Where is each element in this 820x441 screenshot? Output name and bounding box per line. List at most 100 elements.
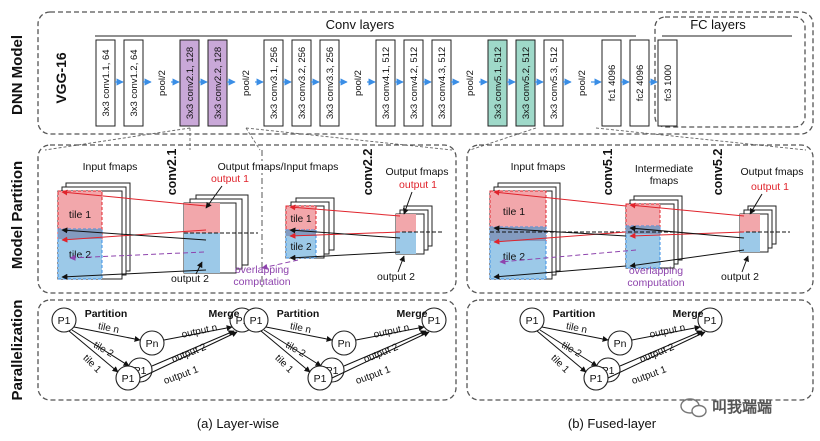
parallel-arrow bbox=[265, 326, 333, 342]
lw-layer-b-label: conv2.2 bbox=[361, 149, 375, 196]
pn-node bbox=[607, 330, 633, 356]
layer-block bbox=[263, 39, 284, 127]
fl-output2-label: output 2 bbox=[721, 271, 759, 283]
layer-block-label: 3x3 conv3.2, 256 bbox=[297, 47, 308, 119]
layer-block bbox=[629, 39, 650, 127]
merge-node-label: P1 bbox=[428, 315, 441, 327]
lw-b-tile1-label: tile 1 bbox=[290, 214, 312, 225]
layer-block-label: 3x3 conv4.3, 512 bbox=[437, 47, 448, 119]
output-2-label: output 2 bbox=[170, 342, 208, 366]
parallel-arrow bbox=[619, 330, 703, 367]
merge-node bbox=[421, 307, 447, 333]
worker-node-1-label: P1 bbox=[314, 373, 327, 385]
layer-block-label: 3x3 conv3.3, 256 bbox=[325, 47, 336, 119]
fc-layers-label: FC layers bbox=[690, 17, 746, 32]
fl-output1-label: output 1 bbox=[751, 181, 789, 193]
fl-tile1-label: tile 1 bbox=[503, 206, 525, 218]
layer-block bbox=[431, 39, 452, 127]
source-node-label: P1 bbox=[526, 315, 539, 327]
layer-block-label: 3x3 conv4.2, 512 bbox=[409, 47, 420, 119]
parallel-arrow bbox=[151, 330, 235, 367]
parallel-arrow bbox=[73, 326, 141, 342]
tile-n-label: tile n bbox=[565, 321, 588, 336]
parallel-arrow bbox=[71, 329, 130, 367]
fc-layers-group bbox=[654, 16, 806, 128]
parallel-arrow bbox=[607, 331, 706, 379]
parallel-arrow bbox=[260, 330, 311, 373]
layer-block-label: 3x3 conv5.3, 512 bbox=[549, 47, 560, 119]
vgg16-layer-blocks: 3x3 conv1.1, 64 3x3 conv1.2, 64 pool/2 3x3 … bbox=[95, 39, 678, 127]
pool-label: pool/2 bbox=[353, 70, 364, 96]
layer-block bbox=[123, 39, 144, 127]
source-node-label: P1 bbox=[250, 315, 263, 327]
parallel-arrow bbox=[68, 330, 119, 373]
row-label-dnn-model: DNN Model bbox=[9, 35, 26, 115]
lw-output1-label: output 1 bbox=[211, 173, 249, 185]
pn-node-label: Pn bbox=[614, 338, 627, 350]
fl-layer-b-label: conv5.2 bbox=[711, 149, 725, 196]
parallel-arrow bbox=[631, 325, 701, 341]
layer-block bbox=[319, 39, 340, 127]
output-n-label: output n bbox=[649, 322, 687, 340]
pool-label: pool/2 bbox=[465, 70, 476, 96]
pn-node bbox=[331, 330, 357, 356]
worker-node-1-label: P1 bbox=[590, 373, 603, 385]
output-n-label: output n bbox=[181, 322, 219, 340]
output-2-label: output 2 bbox=[362, 342, 400, 366]
layer-block bbox=[179, 39, 200, 127]
layer-block-label: 3x3 conv5.2, 512 bbox=[521, 47, 532, 119]
parallel-arrow bbox=[539, 329, 598, 367]
merge-label: Merge bbox=[209, 308, 240, 320]
caption-layer-wise: (a) Layer-wise bbox=[197, 416, 279, 431]
pool-label: pool/2 bbox=[157, 70, 168, 96]
fl-layer-a-label: conv5.1 bbox=[601, 149, 615, 196]
layerwise-partition: Input fmaps conv2.1 Output fmaps/Input f… bbox=[57, 149, 449, 288]
layer-block bbox=[487, 39, 508, 127]
pn-node bbox=[139, 330, 165, 356]
source-node-label: P1 bbox=[58, 315, 71, 327]
merge-label: Merge bbox=[397, 308, 428, 320]
parallel-arrow bbox=[536, 330, 587, 373]
layer-block bbox=[515, 39, 536, 127]
lw-b-tile2-label: tile 2 bbox=[290, 242, 312, 253]
layer-block-label: 3x3 conv1.2, 64 bbox=[129, 49, 140, 116]
lw-layer-a-label: conv2.1 bbox=[165, 149, 179, 196]
lw-tile2-label: tile 2 bbox=[69, 249, 91, 261]
layerwise-partition-panel bbox=[37, 144, 457, 294]
layer-block bbox=[95, 39, 116, 127]
output-1-label: output 1 bbox=[162, 364, 200, 387]
partition-label: Partition bbox=[85, 308, 128, 320]
tile-2-label: tile 2 bbox=[283, 340, 307, 360]
layer-block bbox=[375, 39, 396, 127]
parallel-arrow bbox=[163, 325, 233, 341]
watermark: 叫我端端 bbox=[680, 398, 772, 418]
pool-label: pool/2 bbox=[577, 70, 588, 96]
layer-block-label: fc2 4096 bbox=[635, 65, 646, 101]
lw-tile1-label: tile 1 bbox=[69, 209, 91, 221]
conv-layers-label: Conv layers bbox=[326, 17, 395, 32]
layer-block bbox=[207, 39, 228, 127]
fl-input-fmaps-label: Input fmaps bbox=[511, 161, 566, 173]
layer-block bbox=[291, 39, 312, 127]
layer-block bbox=[657, 39, 678, 127]
parallel-arrow bbox=[355, 325, 425, 341]
parallel-arrow bbox=[343, 330, 427, 367]
caption-fused-layer: (b) Fused-layer bbox=[568, 416, 657, 431]
row-label-parallelization: Parallelization bbox=[9, 300, 26, 401]
pool-label: pool/2 bbox=[241, 70, 252, 96]
source-node bbox=[51, 307, 77, 333]
lw-output1b-label: output 1 bbox=[399, 179, 437, 191]
tile-n-label: tile n bbox=[289, 321, 312, 336]
tile-2-label: tile 2 bbox=[559, 340, 583, 360]
layerwise-parallel-panel bbox=[37, 299, 457, 401]
layer-block-label: 3x3 conv1.1, 64 bbox=[101, 49, 112, 116]
pn-node-label: Pn bbox=[146, 338, 159, 350]
source-node bbox=[519, 307, 545, 333]
parallel-arrow bbox=[263, 329, 322, 367]
